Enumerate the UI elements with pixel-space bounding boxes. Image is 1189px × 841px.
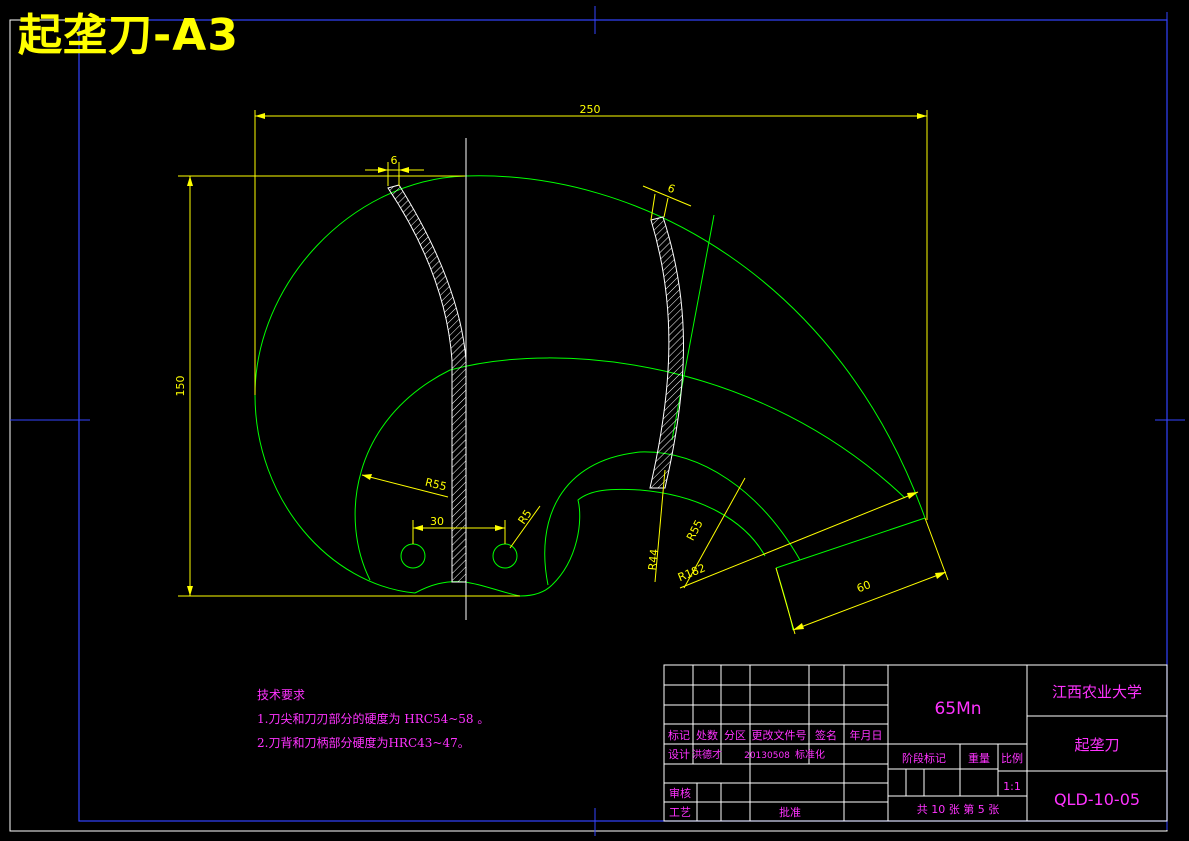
tech-item-2: 2.刀背和刀柄部分硬度为HRC43~47。 [257, 736, 470, 750]
dim-height-total: 150 [174, 376, 187, 397]
dim-radius-44: R44 [646, 548, 661, 571]
title-block-text: 65Mn 江西农业大学 起垄刀 QLD-10-05 1:1 共 10 张 第 5… [668, 683, 1142, 819]
tech-heading: 技术要求 [257, 688, 306, 702]
tb-school: 江西农业大学 [1052, 683, 1142, 701]
tb-label-change-doc: 更改文件号 [752, 728, 807, 742]
tb-label-review: 审核 [669, 786, 691, 800]
dim-radius-182: R182 [676, 561, 707, 584]
tb-drawing-number: QLD-10-05 [1054, 790, 1140, 809]
dim-width-total: 250 [580, 103, 601, 116]
tb-sheet-info: 共 10 张 第 5 张 [917, 802, 999, 816]
tb-designer: 洪德才 [692, 748, 722, 761]
tb-label-design: 设计 [668, 748, 690, 761]
tb-label-weight: 重量 [968, 751, 990, 765]
tb-label-scale: 比例 [1001, 751, 1023, 765]
dim-radius-outer: R55 [424, 476, 448, 494]
tech-requirements: 技术要求 1.刀尖和刀刃部分的硬度为 HRC54~58 。 2.刀背和刀柄部分硬… [257, 683, 489, 755]
tb-label-date: 年月日 [850, 728, 883, 742]
tb-label-mark: 标记 [668, 728, 690, 742]
dimension-lines [178, 110, 949, 635]
outer-frame [9, 19, 1168, 832]
dimension-arrows [187, 113, 946, 630]
blade-outline [254, 175, 926, 631]
tech-item-1: 1.刀尖和刀刃部分的硬度为 HRC54~58 。 [257, 712, 490, 726]
tb-scale: 1:1 [1003, 780, 1021, 793]
centering-marks [10, 6, 1185, 836]
tb-label-approve: 批准 [779, 805, 801, 819]
tb-label-signature: 签名 [815, 728, 837, 742]
dim-hole-radius: R5 [516, 507, 535, 526]
dim-wall-left: 6 [391, 154, 398, 167]
dim-tip-length: 60 [855, 578, 873, 595]
dim-radius-55: R55 [684, 518, 706, 543]
dim-hole-spacing: 30 [430, 515, 444, 528]
tb-label-process: 工艺 [669, 806, 691, 819]
tb-label-stage-mark: 阶段标记 [902, 751, 946, 765]
tb-part-name: 起垄刀 [1074, 736, 1119, 754]
tb-label-count: 处数 [696, 729, 718, 742]
tb-material: 65Mn [934, 699, 981, 719]
title-block [663, 664, 1168, 822]
tb-label-zone: 分区 [724, 729, 746, 742]
inner-frame [78, 19, 1168, 822]
drawing-title: 起垄刀-A3 [18, 10, 239, 61]
dim-wall-right: 6 [666, 181, 677, 196]
tb-label-standardize: 标准化 [795, 748, 825, 761]
dimension-texts: 250 150 6 6 R55 30 R5 R44 R55 R182 60 [174, 103, 873, 595]
tb-design-date: 20130508 [744, 751, 790, 761]
